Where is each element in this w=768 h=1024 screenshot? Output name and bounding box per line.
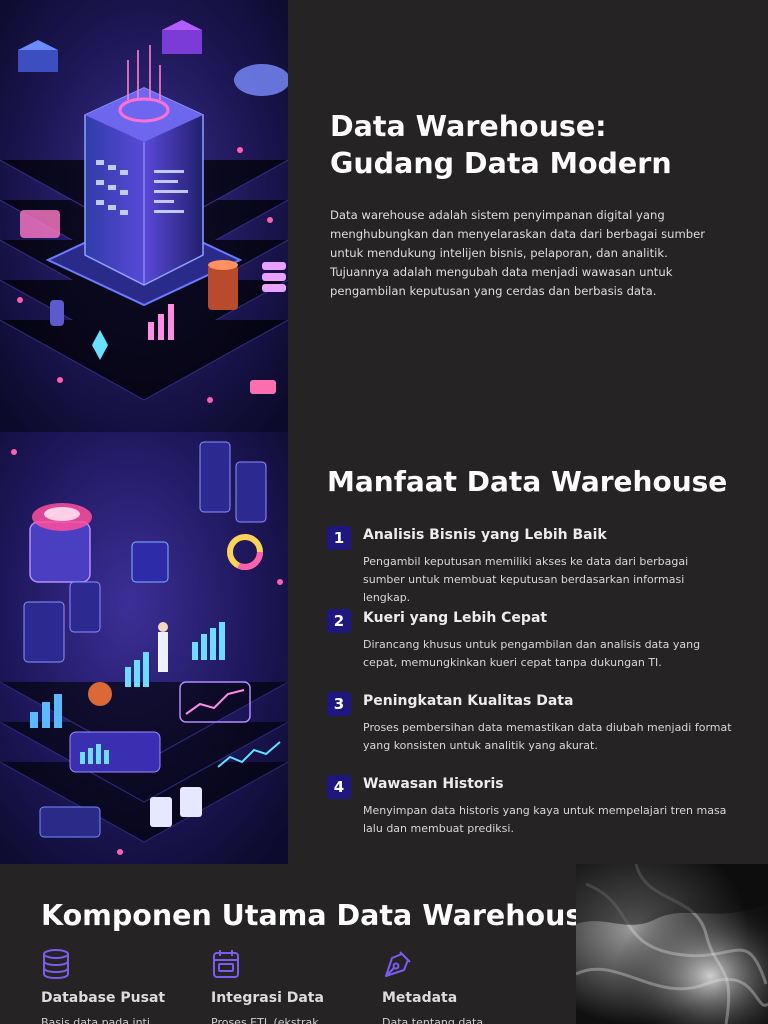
benefit-description: Dirancang khusus untuk pengambilan dan a… [363, 638, 701, 669]
benefit-description: Proses pembersihan data memastikan data … [363, 721, 732, 752]
benefit-description: Menyimpan data historis yang kaya untuk … [363, 804, 727, 835]
benefit-title: Peningkatan Kualitas Data [363, 693, 574, 709]
smoke-image [576, 864, 768, 1024]
data-warehouse-illustration [0, 0, 288, 432]
benefits-text: Manfaat Data Warehouse 1 Analisis Bisnis… [327, 464, 747, 858]
hero-section: Data Warehouse: Gudang Data Modern Data … [0, 0, 768, 432]
analytics-illustration [0, 432, 288, 864]
hero-text: Data Warehouse: Gudang Data Modern Data … [330, 108, 730, 301]
benefit-item: 1 Analisis Bisnis yang Lebih Baik Pengam… [327, 526, 747, 609]
benefit-item: 4 Wawasan Historis Menyimpan data histor… [327, 775, 747, 858]
benefit-number-badge: 1 [327, 526, 351, 550]
component-title: Integrasi Data [211, 990, 324, 1006]
benefit-title: Analisis Bisnis yang Lebih Baik [363, 527, 607, 543]
component-description: Basis data pada inti [41, 1016, 150, 1024]
benefit-number-badge: 4 [327, 775, 351, 799]
page-title-line-2: Gudang Data Modern [330, 147, 672, 180]
component-item: Database Pusat Basis data pada inti [41, 948, 201, 1024]
benefit-title: Kueri yang Lebih Cepat [363, 610, 548, 626]
components-section: Komponen Utama Data Warehouse Database P… [0, 864, 768, 1024]
page-title: Data Warehouse: Gudang Data Modern [330, 108, 730, 182]
components-heading: Komponen Utama Data Warehouse [41, 899, 602, 932]
component-item: Integrasi Data Proses ETL (ekstrak, [211, 948, 371, 1024]
benefits-section: Manfaat Data Warehouse 1 Analisis Bisnis… [0, 432, 768, 864]
calendar-icon [213, 950, 239, 978]
benefit-description: Pengambil keputusan memiliki akses ke da… [363, 555, 689, 604]
component-title: Metadata [382, 990, 458, 1006]
hero-description: Data warehouse adalah sistem penyimpanan… [330, 208, 706, 298]
component-item: Metadata Data tentang data, [382, 948, 542, 1024]
benefits-list: 1 Analisis Bisnis yang Lebih Baik Pengam… [327, 526, 747, 858]
benefit-number-badge: 2 [327, 609, 351, 633]
benefits-heading: Manfaat Data Warehouse [327, 465, 728, 498]
component-description: Proses ETL (ekstrak, [211, 1016, 323, 1024]
component-description: Data tentang data, [382, 1016, 487, 1024]
benefit-item: 2 Kueri yang Lebih Cepat Dirancang khusu… [327, 609, 747, 692]
component-title: Database Pusat [41, 990, 166, 1006]
benefit-number-badge: 3 [327, 692, 351, 716]
pen-tool-icon [385, 951, 411, 977]
benefit-title: Wawasan Historis [363, 776, 504, 792]
benefit-item: 3 Peningkatan Kualitas Data Proses pembe… [327, 692, 747, 775]
page-title-line-1: Data Warehouse: [330, 110, 607, 143]
database-icon [43, 949, 69, 980]
